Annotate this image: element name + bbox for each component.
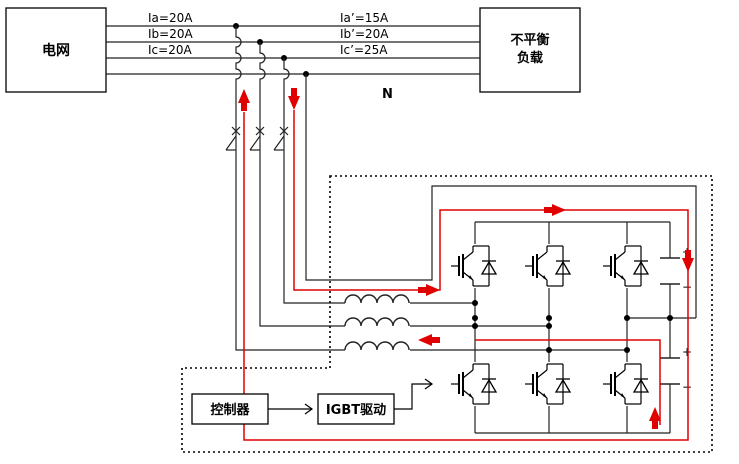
igbt-upper-a [450,244,497,288]
load-label-line2: 负载 [517,50,543,66]
driver-box [317,393,395,425]
ib-load-label: Ib’=20A [340,27,389,41]
current-arrows [238,88,694,429]
driver-label: IGBT驱动 [326,403,386,418]
phase-wires [235,150,627,351]
bridge-nodes [472,300,673,353]
bus-junctions [233,23,309,77]
breaker-switches [225,126,289,151]
arrow-right-mid [426,284,440,296]
igbt-lower-a [450,362,497,406]
bridge-frame [474,221,696,434]
igbt-upper-b [524,244,571,288]
cap-upper-minus: − [682,280,692,294]
compensator-enclosure [181,175,713,453]
ic-label: Ic=20A [148,43,192,57]
arrow-up-lower [649,407,661,421]
bus-lines [106,25,480,75]
ia-label: Ia=20A [148,11,193,25]
grid-box [5,7,107,93]
ia-load-label: Ia’=15A [340,11,389,25]
arrow-down-left [288,96,300,110]
dc-capacitors [660,257,680,385]
grid-label: 电网 [42,42,70,59]
igbt-upper-c [602,244,649,288]
controller-label: 控制器 [210,402,250,418]
arrow-right-top [552,204,566,216]
cap-lower-minus: − [682,380,692,394]
arrow-down-right [682,258,694,272]
ic-load-label: Ic’=25A [340,43,388,57]
igbt-lower-c [602,362,649,406]
current-path-inner [475,339,661,425]
load-label-line1: 不平衡 [510,32,549,48]
neutral-label: N [382,87,393,102]
arrow-up-left [238,89,250,103]
load-box [479,7,581,93]
igbt-lower-b [524,362,571,406]
cap-lower-plus: + [682,345,692,359]
control-signal-arrows [268,378,434,415]
arrow-left-lower [418,334,432,346]
inductors [344,294,410,351]
ib-label: Ib=20A [148,27,193,41]
drop-wires [235,26,697,318]
